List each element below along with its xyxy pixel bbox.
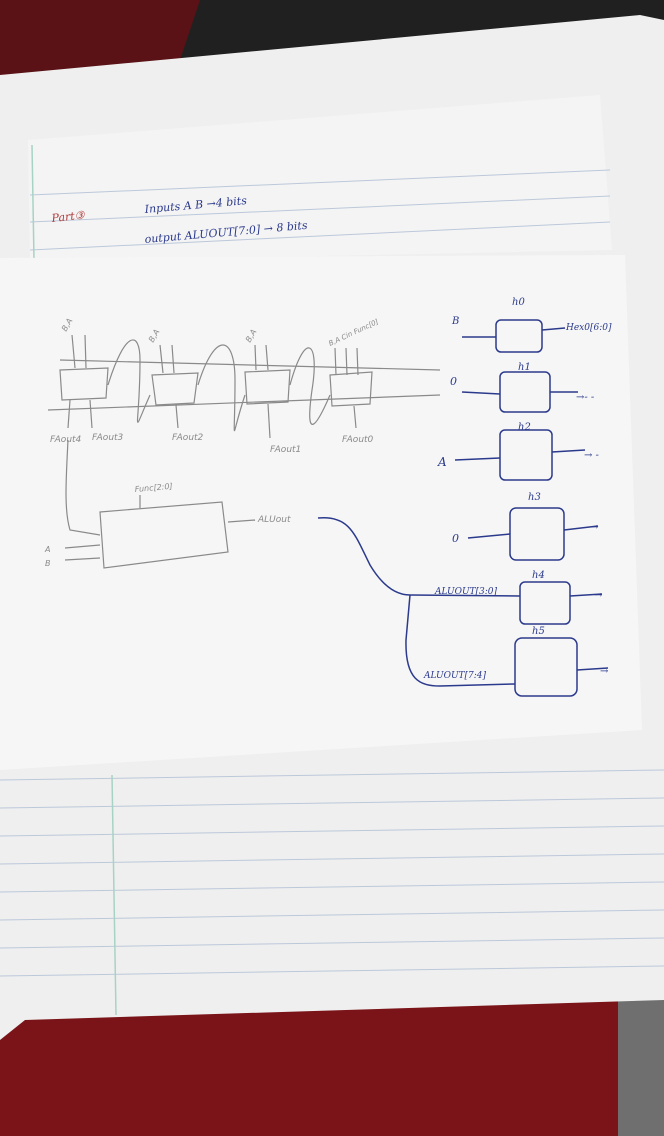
header-sheet	[28, 95, 612, 262]
hex-input-h3: 0	[452, 532, 459, 545]
part-label: Part③	[50, 208, 86, 225]
hex-input-h4: ALUOUT[3:0]	[434, 587, 498, 597]
alu-block	[99, 501, 229, 569]
hex-labels: h0 h1 h2 h3 h4 h5 B 0 A 0 ALUOUT[3:0] AL…	[423, 297, 612, 681]
carry-wire-3	[289, 347, 331, 425]
adder-block-2	[151, 372, 199, 406]
alu-input-b: B	[45, 559, 51, 568]
faout4-label: FAout4	[50, 435, 82, 445]
hex-output-h3: →	[590, 522, 599, 533]
header-sheet-margin	[31, 144, 35, 261]
hex-name-h0: h0	[512, 297, 525, 308]
hex-output-h0: Hex0[6:0]	[565, 323, 612, 333]
hex-box-h2	[499, 429, 553, 481]
hex-name-h2: h2	[518, 422, 531, 433]
carry-wire-1	[107, 339, 151, 423]
adder-chain	[47, 334, 441, 569]
hex-input-h5: ALUOUT[7:4]	[423, 671, 487, 681]
adder-output-arrows	[67, 399, 357, 439]
hex-name-h4: h4	[532, 570, 545, 581]
aluout-bus	[317, 517, 521, 597]
alu-func-label: Func[2:0]	[134, 482, 173, 494]
aluout-pencil-label: ALUout	[257, 515, 291, 525]
faout2-label: FAout2	[172, 433, 204, 443]
adder-block-3	[59, 367, 109, 401]
hex-output-h2: → -	[584, 450, 600, 461]
hex-box-h4	[519, 581, 571, 625]
hex-name-h1: h1	[518, 362, 531, 373]
hex-input-h0: B	[451, 316, 459, 327]
hex-displays	[317, 319, 609, 697]
faout0-label: FAout0	[342, 435, 374, 445]
hex-name-h5: h5	[532, 626, 545, 637]
hex-output-h1: →- -	[576, 392, 595, 403]
patterned-cloth	[618, 990, 664, 1136]
bottom-notebook-margin	[111, 774, 117, 1016]
hex-box-h0	[495, 319, 543, 353]
faout4-to-alu	[65, 439, 101, 536]
carry-wire-2	[197, 344, 246, 432]
hex-output-h5: →	[600, 666, 609, 677]
adder-input-arrows	[71, 334, 359, 376]
aluout-bus-branch	[405, 594, 516, 687]
adder-output-labels: FAout4 FAout3 FAout2 FAout1 FAout0	[50, 433, 374, 455]
faout1-label: FAout1	[270, 445, 301, 455]
red-cloth-bottom	[0, 990, 640, 1136]
header-sheet-lines	[29, 169, 611, 251]
faout3-label: FAout3	[92, 433, 124, 443]
hex-name-h3: h3	[528, 492, 541, 503]
hex-box-h5	[514, 637, 578, 697]
diagram-sheet	[0, 255, 642, 770]
hex-output-h4: →	[594, 590, 603, 601]
hex-input-h1: 0	[450, 375, 457, 388]
alu-input-a: A	[44, 545, 50, 554]
hex-input-h2: A	[437, 455, 447, 469]
adder-block-1	[244, 369, 291, 405]
bottom-notebook-lines	[0, 769, 664, 977]
